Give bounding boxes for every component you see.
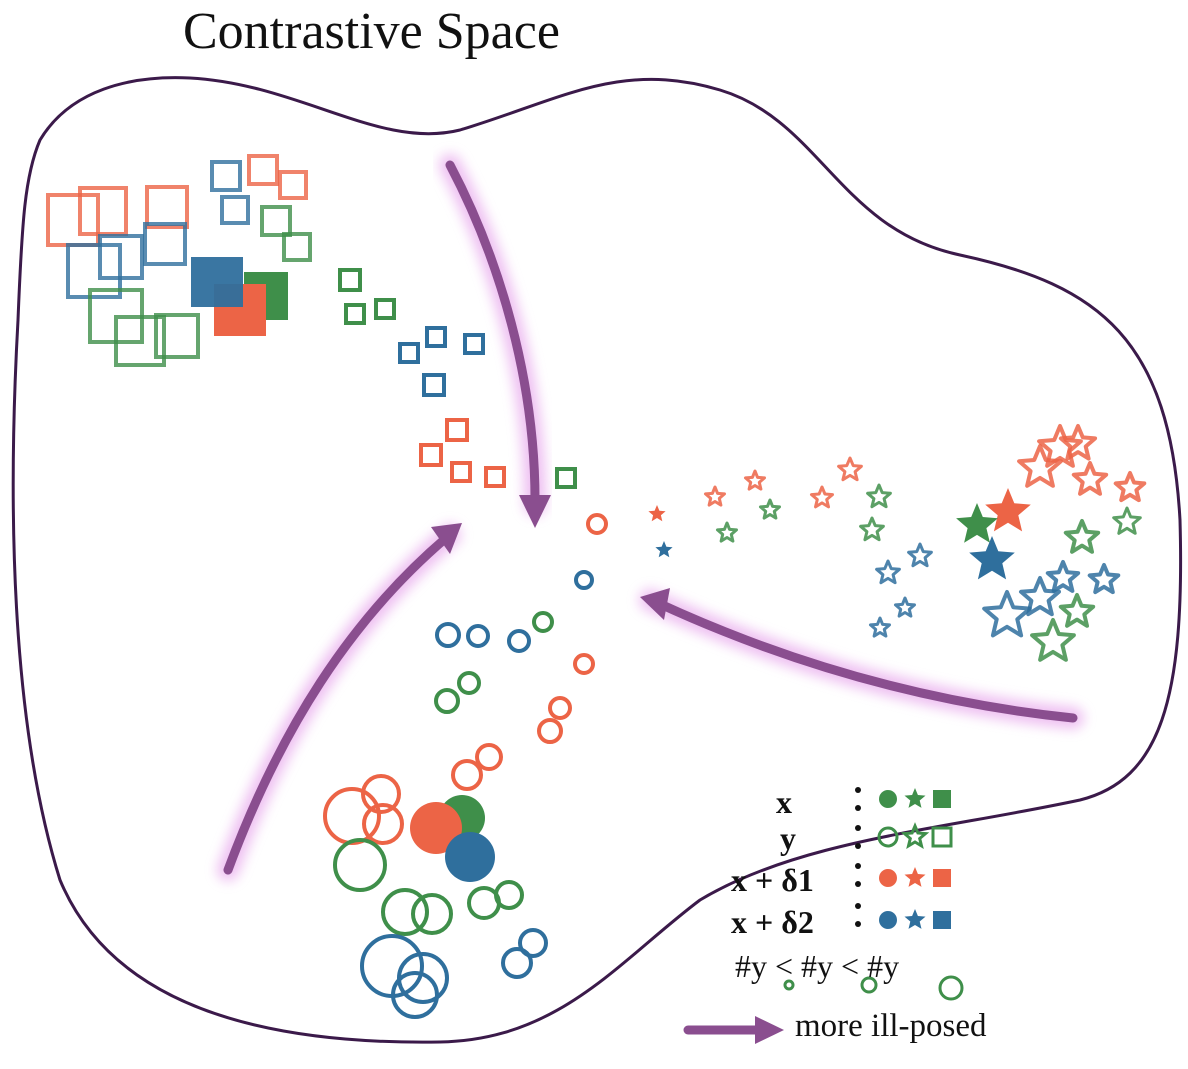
star-point [982,590,1032,638]
star-point [1063,519,1101,554]
arrow-right [639,588,1084,729]
circle-cluster [323,513,608,1019]
star-point [1087,563,1121,595]
ill-posed-arrows [217,154,1084,881]
legend-square-marker [933,911,951,929]
legend-arrow-label: more ill-posed [795,1008,987,1044]
legend-star-marker [904,909,926,929]
arrow-bottom-left [217,523,462,881]
star-point [969,536,1015,580]
star-point [1045,560,1081,593]
star-point [704,485,726,507]
star-point [1037,424,1083,468]
star-point [985,488,1031,532]
star-point [1071,461,1109,496]
legend-circle-marker [879,790,897,808]
star-point [716,521,738,543]
star-point [1058,593,1096,628]
star-point [648,505,666,522]
star-point [875,559,901,585]
star-point [759,498,781,520]
legend-star-marker [904,788,926,808]
star-point [837,456,863,482]
square-cluster [46,154,577,489]
space-boundary [11,76,1183,1044]
star-point [744,469,766,491]
legend-label-x: x [776,784,792,820]
star-point [859,516,885,542]
star-point [907,542,933,568]
star-point [1019,576,1061,617]
legend-ordering: #y < #y < #y [735,948,900,984]
legend-circle-marker [879,911,897,929]
star-point [956,503,998,543]
legend-label-y: y [780,820,796,856]
star-point [1058,424,1098,461]
star-point [1030,618,1076,662]
legend-square-marker [931,826,953,848]
legend-star-marker [900,822,930,850]
star-point [869,616,891,638]
legend-circle-marker [879,869,897,887]
star-point [655,541,673,558]
star-cluster [648,424,1147,662]
legend-circle-marker [877,826,899,848]
legend-colons [855,787,861,927]
legend-square-marker [933,790,951,808]
arrow-top [439,154,551,528]
legend-star-marker [904,867,926,887]
legend-label-x-delta1: x + δ1 [731,862,814,898]
star-point [1017,444,1063,488]
star-point [1113,471,1147,503]
legend-markers [877,788,953,929]
diagram-title: Contrastive Space [183,3,560,60]
star-point [866,483,892,509]
legend-label-x-delta2: x + δ2 [731,904,814,940]
star-point [810,485,834,509]
star-point [894,596,916,618]
legend-square-marker [933,869,951,887]
ordering-circles [783,975,964,1001]
star-point [1112,506,1142,535]
legend-arrow [679,1016,784,1044]
